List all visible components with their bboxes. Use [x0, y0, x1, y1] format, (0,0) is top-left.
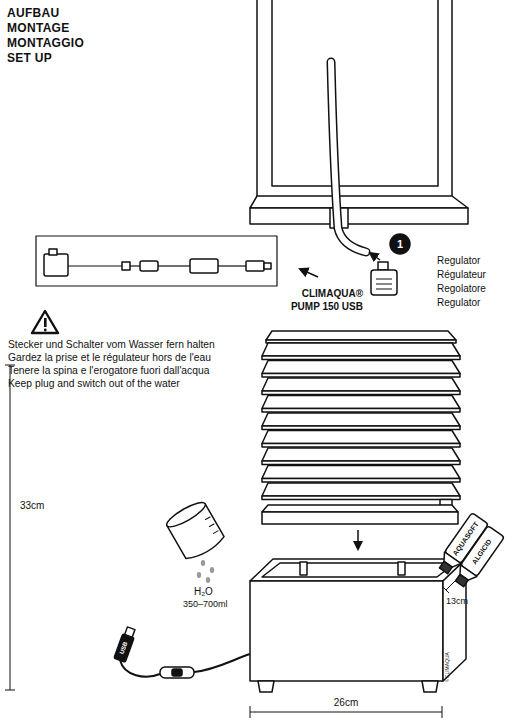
top-platform	[250, 196, 468, 208]
tower-fin	[262, 431, 460, 444]
callout-circle	[390, 234, 410, 254]
top-frame	[257, 0, 452, 196]
warning-mark	[44, 318, 47, 327]
copyright-mark: ©CLIMAQUA	[444, 652, 450, 682]
beaker-rim	[164, 498, 208, 530]
tower-fin	[262, 448, 460, 461]
cable	[218, 265, 246, 266]
tower-fin-edge	[262, 374, 460, 378]
tray-front	[250, 581, 443, 681]
connector-label: USB	[119, 641, 130, 655]
tower-fin-edge	[262, 496, 460, 500]
part-label: Régulateur	[437, 269, 486, 281]
tower-fin-edge	[262, 391, 460, 395]
cable	[158, 265, 190, 266]
tower-fin	[262, 483, 460, 496]
warning-text: Gardez la prise et le régulateur hors de…	[8, 352, 211, 364]
water-drop	[197, 572, 201, 578]
tray-foot	[422, 681, 438, 692]
dimension-label: 13cm	[446, 596, 468, 607]
assembly-arrow	[370, 253, 380, 260]
water-drop	[206, 577, 210, 583]
tray-post	[398, 562, 405, 575]
usb-plug	[114, 634, 134, 663]
inset-usb-tip	[264, 263, 271, 269]
pump-body	[371, 270, 397, 295]
inset-pump	[44, 254, 68, 276]
tube-inner	[331, 62, 366, 252]
dimension-line	[5, 365, 15, 690]
dimension-label: 26cm	[334, 697, 358, 709]
inset-frame	[36, 236, 277, 286]
part-label: Regulator	[437, 255, 480, 267]
tower-fin-edge	[262, 356, 460, 360]
pump-outlet	[378, 262, 388, 270]
water-drop	[210, 567, 214, 573]
bottle-cap	[439, 561, 452, 573]
tower-fin	[262, 413, 460, 426]
usb-tip	[125, 627, 135, 637]
cable	[120, 660, 160, 677]
tower-fin-edge	[262, 479, 460, 483]
switch-knob	[172, 669, 182, 676]
reference-arrow	[300, 269, 318, 277]
tray-post	[300, 562, 307, 575]
tower-fin-edge	[262, 461, 460, 465]
tower-fin	[262, 361, 460, 374]
dimension-label: 33cm	[20, 500, 44, 512]
callout-number: 1	[397, 238, 403, 251]
part-label: Regulator	[437, 297, 480, 309]
pump-grill	[376, 279, 392, 289]
tray-rim	[262, 563, 455, 577]
warning-text: Keep plug and switch out of the water	[8, 378, 180, 390]
tower-base	[262, 505, 458, 512]
tower-fin	[262, 378, 460, 391]
tower-base-front	[262, 512, 458, 524]
tray-top	[250, 559, 466, 581]
tray-foot	[258, 681, 274, 692]
bottle-label: ALGICID	[470, 538, 493, 566]
warning-triangle	[32, 311, 58, 333]
cable	[130, 265, 140, 266]
tower-fin	[262, 396, 460, 409]
top-platform-front	[250, 208, 468, 224]
warning-text: Stecker und Schalter vom Wasser fern hal…	[8, 339, 215, 351]
liquid-label: H₂O	[194, 586, 213, 598]
tower-fin-edge	[262, 426, 460, 430]
volume-label: 350–700ml	[183, 599, 228, 610]
part-label: Regolatore	[437, 283, 486, 295]
inset-pump-outlet	[49, 249, 57, 255]
assembly-arrow	[357, 530, 359, 549]
beaker-scale	[205, 517, 218, 534]
warning-text: Tenere la spina e l'erogatore fuori dall…	[8, 365, 209, 377]
tower-fin-edge	[262, 444, 460, 448]
tower-fin	[262, 343, 460, 356]
tower-fin-edge	[262, 409, 460, 413]
cable-connector	[122, 262, 130, 270]
tower-fin	[262, 466, 460, 479]
inset-usb-plug	[246, 261, 264, 271]
tower-cap	[266, 331, 456, 340]
switch	[160, 667, 194, 678]
water-drop	[201, 560, 205, 566]
bottle-cap	[455, 574, 468, 586]
cable	[68, 265, 122, 266]
inset-regulator	[190, 259, 218, 273]
product-label: CLIMAQUA® PUMP 150 USB	[281, 287, 363, 313]
warning-mark	[44, 329, 47, 332]
tube-outline	[331, 62, 366, 252]
cable-connector	[140, 261, 158, 271]
page-title: AUFBAU MONTAGE MONTAGGIO SET UP	[7, 6, 84, 66]
cable	[194, 654, 250, 672]
